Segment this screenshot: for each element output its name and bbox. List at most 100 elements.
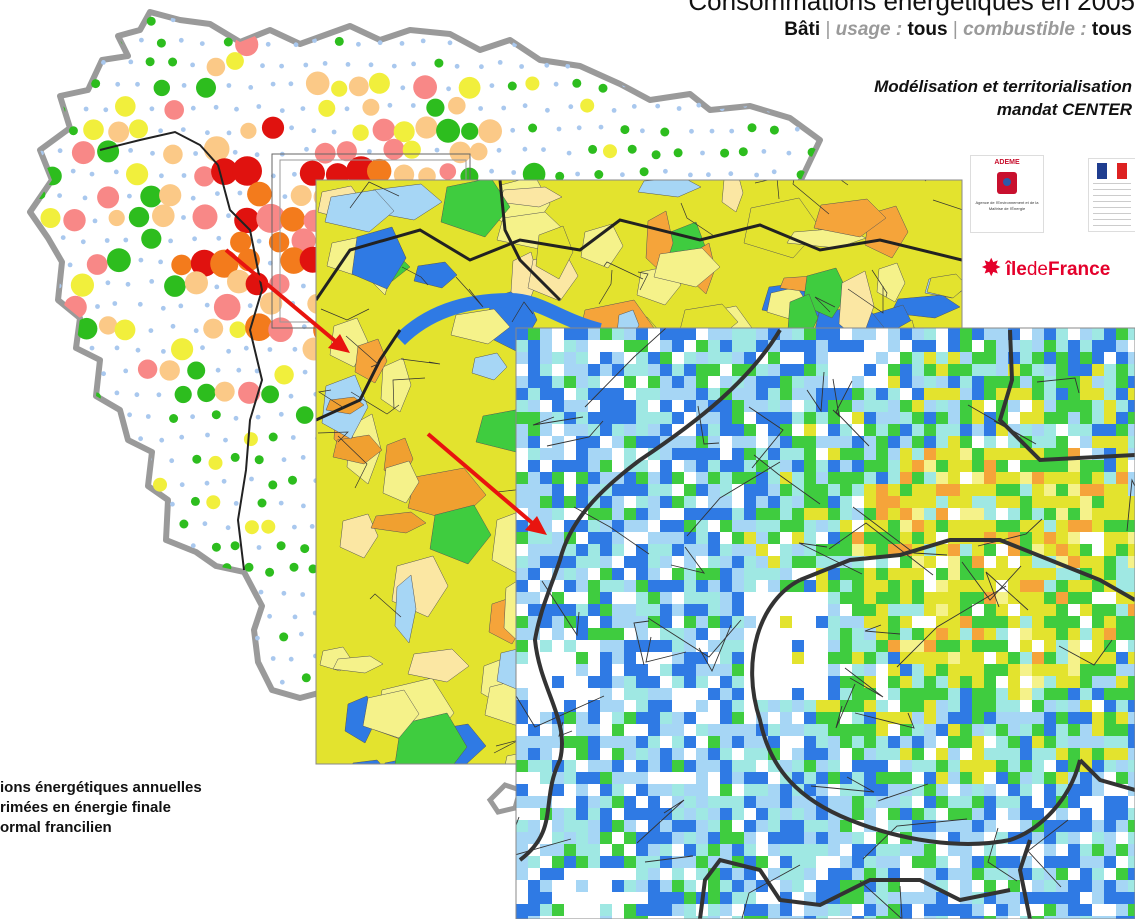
- consumption-dot: [62, 61, 68, 66]
- consumption-dot: [555, 171, 565, 181]
- consumption-dot: [314, 142, 336, 164]
- consumption-dot: [190, 543, 196, 549]
- consumption-dot: [413, 75, 437, 100]
- consumption-dot: [41, 522, 56, 536]
- consumption-dot: [199, 41, 205, 46]
- consumption-dot: [201, 658, 207, 664]
- consumption-dot: [454, 16, 460, 22]
- consumption-dot: [128, 633, 134, 639]
- consumption-dot: [172, 677, 177, 683]
- consumption-dot: [146, 16, 156, 26]
- consumption-dot: [311, 128, 317, 134]
- consumption-dot: [97, 140, 120, 163]
- consumption-dot: [67, 387, 77, 397]
- consumption-dot: [448, 96, 466, 115]
- consumption-dot: [522, 103, 528, 109]
- consumption-dot: [137, 655, 143, 661]
- consumption-dot: [179, 696, 188, 706]
- consumption-dot: [30, 15, 44, 30]
- consumption-dot: [203, 318, 224, 339]
- consumption-dot: [135, 81, 140, 87]
- consumption-dot: [818, 171, 824, 177]
- consumption-dot: [204, 302, 210, 308]
- consumption-dot: [525, 76, 540, 91]
- consumption-dot: [69, 568, 74, 574]
- consumption-dot: [69, 611, 79, 621]
- consumption-dot: [300, 592, 306, 597]
- consumption-dot: [215, 367, 221, 373]
- consumption-dot: [449, 141, 472, 164]
- consumption-dot: [688, 42, 694, 47]
- consumption-dot: [145, 502, 151, 508]
- consumption-dot: [543, 17, 549, 23]
- consumption-dot: [225, 701, 231, 706]
- consumption-dot: [261, 385, 279, 404]
- consumption-dot: [754, 172, 759, 178]
- consumption-dot: [181, 215, 186, 220]
- consumption-dot: [83, 119, 104, 140]
- consumption-dot: [367, 158, 392, 184]
- consumption-dot: [230, 541, 240, 551]
- logo-text-lines: [1093, 183, 1131, 227]
- consumption-dot: [274, 12, 288, 25]
- consumption-dot: [158, 128, 164, 134]
- consumption-dot: [489, 83, 495, 88]
- consumption-dot: [34, 414, 44, 424]
- consumption-dot: [387, 102, 393, 108]
- consumption-dot: [256, 104, 262, 109]
- consumption-dot: [655, 60, 661, 66]
- consumption-dot: [267, 613, 272, 619]
- consumption-dot: [268, 480, 278, 490]
- consumption-dot: [178, 303, 184, 309]
- consumption-dot: [301, 673, 311, 683]
- consumption-dot: [55, 411, 65, 421]
- consumption-dot: [244, 520, 259, 535]
- consumption-dot: [684, 78, 694, 88]
- separator: |: [947, 19, 964, 40]
- consumption-dot: [51, 83, 57, 89]
- consumption-dot: [300, 544, 310, 554]
- consumption-dot: [213, 293, 241, 321]
- consumption-dot: [37, 586, 43, 592]
- fuel-value: tous: [1086, 19, 1132, 40]
- consumption-dot: [94, 436, 100, 441]
- consumption-dot: [144, 588, 154, 598]
- consumption-dot: [365, 15, 375, 24]
- consumption-dot: [415, 116, 438, 139]
- consumption-dot: [230, 231, 252, 253]
- consumption-dot: [168, 57, 178, 67]
- consumption-dot: [426, 98, 445, 117]
- consumption-dot: [312, 38, 317, 43]
- usage-value: tous: [902, 19, 948, 40]
- consumption-dot: [149, 279, 155, 284]
- consumption-dot: [57, 452, 66, 462]
- consumption-dot: [345, 62, 351, 67]
- consumption-dot: [179, 434, 185, 440]
- consumption-dot: [545, 107, 550, 113]
- consumption-dot: [392, 14, 397, 20]
- consumption-dot: [76, 630, 86, 640]
- consumption-dot: [224, 653, 230, 659]
- consumption-dot: [50, 612, 55, 618]
- consumption-dot: [83, 61, 88, 66]
- consumption-dot: [223, 437, 228, 443]
- ademe-tagline: Agence de l'Environnement et de la Maîtr…: [975, 200, 1039, 211]
- consumption-dot: [230, 452, 240, 462]
- consumption-dot: [174, 385, 192, 404]
- consumption-dot: [256, 238, 262, 244]
- consumption-dot: [69, 653, 75, 659]
- consumption-dot: [232, 156, 262, 186]
- consumption-dot: [111, 560, 126, 575]
- consumption-dot: [215, 191, 220, 197]
- consumption-dot: [158, 259, 164, 265]
- consumption-dot: [97, 186, 120, 209]
- consumption-dot: [127, 412, 132, 418]
- consumption-dot: [206, 495, 221, 510]
- consumption-dot: [544, 62, 550, 68]
- consumption-dot: [589, 60, 595, 65]
- idf-ile: île: [1005, 259, 1027, 280]
- republique-francaise-logo: [1088, 158, 1135, 232]
- consumption-dot: [231, 629, 246, 644]
- consumption-dot: [673, 148, 683, 158]
